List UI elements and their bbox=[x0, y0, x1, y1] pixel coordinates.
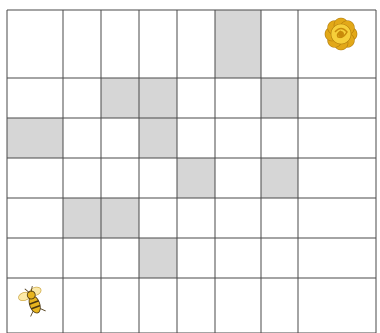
grid-cell-r4-c6[interactable] bbox=[261, 198, 298, 238]
blocked-cell-r4-c1[interactable] bbox=[63, 198, 101, 238]
grid-cell-r1-c0[interactable] bbox=[7, 78, 63, 118]
flower-icon bbox=[325, 18, 357, 50]
grid-cell-r4-c4[interactable] bbox=[177, 198, 215, 238]
grid-cell-r0-c2[interactable] bbox=[101, 10, 139, 78]
grid-cell-r0-c3[interactable] bbox=[139, 10, 177, 78]
grid-cell-r1-c4[interactable] bbox=[177, 78, 215, 118]
grid-cell-r3-c2[interactable] bbox=[101, 158, 139, 198]
blocked-cell-r2-c0[interactable] bbox=[7, 118, 63, 158]
grid-cell-r2-c4[interactable] bbox=[177, 118, 215, 158]
grid-cell-r5-c2[interactable] bbox=[101, 238, 139, 278]
grid-cell-r0-c6[interactable] bbox=[261, 10, 298, 78]
grid-cell-r3-c0[interactable] bbox=[7, 158, 63, 198]
blocked-cell-r1-c2[interactable] bbox=[101, 78, 139, 118]
blocked-cell-r3-c4[interactable] bbox=[177, 158, 215, 198]
grid-cell-r5-c1[interactable] bbox=[63, 238, 101, 278]
grid-cell-r0-c1[interactable] bbox=[63, 10, 101, 78]
grid-cell-r0-c4[interactable] bbox=[177, 10, 215, 78]
grid-cell-r4-c0[interactable] bbox=[7, 198, 63, 238]
grid-cell-r2-c5[interactable] bbox=[215, 118, 261, 158]
grid-cell-r0-c0[interactable] bbox=[7, 10, 63, 78]
grid-cell-r6-c7[interactable] bbox=[298, 278, 376, 333]
blocked-cell-r1-c3[interactable] bbox=[139, 78, 177, 118]
grid-cell-r5-c6[interactable] bbox=[261, 238, 298, 278]
blocked-cell-r3-c6[interactable] bbox=[261, 158, 298, 198]
grid-cell-r5-c7[interactable] bbox=[298, 238, 376, 278]
grid-cell-r3-c5[interactable] bbox=[215, 158, 261, 198]
grid-cell-r1-c5[interactable] bbox=[215, 78, 261, 118]
grid-cell-r6-c1[interactable] bbox=[63, 278, 101, 333]
grid-cell-r6-c4[interactable] bbox=[177, 278, 215, 333]
grid-cell-r3-c7[interactable] bbox=[298, 158, 376, 198]
blocked-cell-r4-c2[interactable] bbox=[101, 198, 139, 238]
grid-cell-r4-c3[interactable] bbox=[139, 198, 177, 238]
blocked-cell-r5-c3[interactable] bbox=[139, 238, 177, 278]
grid-cell-r3-c3[interactable] bbox=[139, 158, 177, 198]
grid-cell-r2-c1[interactable] bbox=[63, 118, 101, 158]
grid-cell-r5-c5[interactable] bbox=[215, 238, 261, 278]
grid-cell-r1-c7[interactable] bbox=[298, 78, 376, 118]
grid-cell-r5-c0[interactable] bbox=[7, 238, 63, 278]
grid-cell-r5-c4[interactable] bbox=[177, 238, 215, 278]
grid-cell-r2-c7[interactable] bbox=[298, 118, 376, 158]
grid-cell-r2-c2[interactable] bbox=[101, 118, 139, 158]
cells-layer bbox=[7, 10, 376, 333]
blocked-cell-r1-c6[interactable] bbox=[261, 78, 298, 118]
grid-cell-r4-c7[interactable] bbox=[298, 198, 376, 238]
grid-cell-r4-c5[interactable] bbox=[215, 198, 261, 238]
grid-cell-r6-c6[interactable] bbox=[261, 278, 298, 333]
grid-cell-r1-c1[interactable] bbox=[63, 78, 101, 118]
grid-cell-r6-c5[interactable] bbox=[215, 278, 261, 333]
blocked-cell-r0-c5[interactable] bbox=[215, 10, 261, 78]
grid-cell-r6-c2[interactable] bbox=[101, 278, 139, 333]
grid-cell-r3-c1[interactable] bbox=[63, 158, 101, 198]
blocked-cell-r2-c3[interactable] bbox=[139, 118, 177, 158]
grid-cell-r6-c3[interactable] bbox=[139, 278, 177, 333]
grid-cell-r2-c6[interactable] bbox=[261, 118, 298, 158]
